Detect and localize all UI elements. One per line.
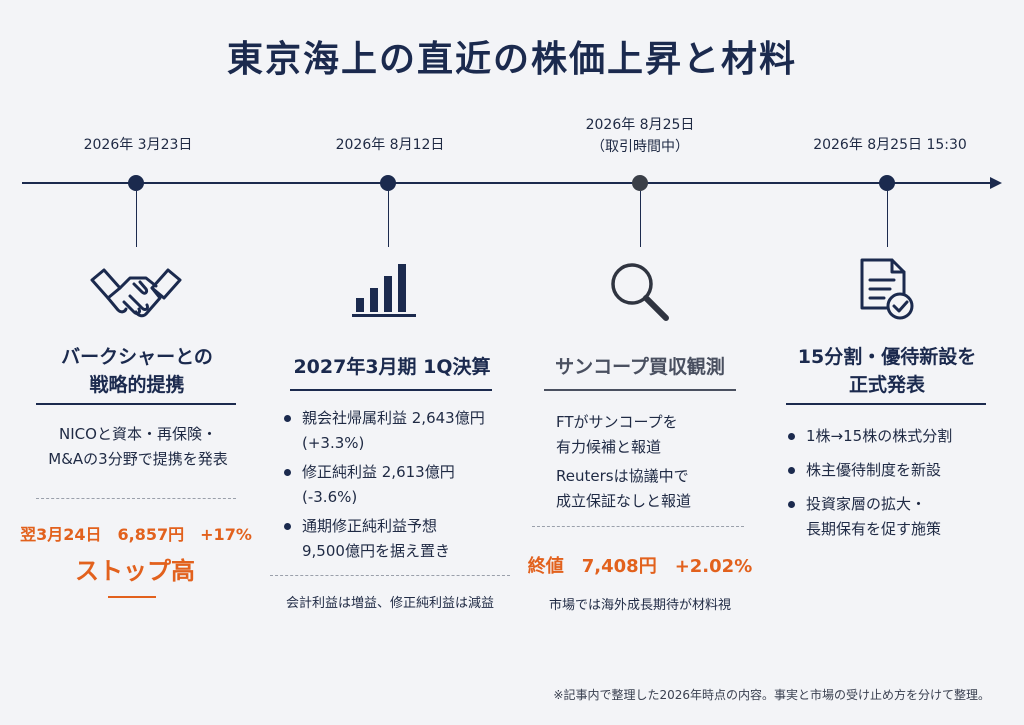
event-4-stem bbox=[887, 191, 888, 247]
magnifier-icon bbox=[608, 260, 674, 330]
event-3-para-2-line1: Reutersは協議中で bbox=[556, 467, 689, 485]
event-1-rule bbox=[36, 403, 236, 405]
event-3-date: 2026年 8月25日 （取引時間中） bbox=[540, 114, 740, 158]
event-4-bullet-3: 投資家層の拡大・ 長期保有を促す施策 bbox=[786, 492, 1006, 542]
page-title: 東京海上の直近の株価上昇と材料 bbox=[226, 39, 797, 80]
event-3-result: 終値 7,408円 +2.02% bbox=[527, 556, 753, 577]
event-1-body-line2: M&Aの3分野で提携を発表 bbox=[48, 450, 228, 468]
event-4-bullet-1: 1株→15株の株式分割 bbox=[786, 424, 1006, 449]
event-3-stem bbox=[640, 191, 641, 247]
event-1-heading-line2: 戦略的提携 bbox=[89, 374, 185, 396]
event-2-date: 2026年 8月12日 bbox=[335, 137, 445, 153]
event-1-heading-line1: バークシャーとの bbox=[61, 346, 213, 368]
event-2-marker bbox=[380, 175, 396, 191]
event-4-bullet-list: 1株→15株の株式分割 株主優待制度を新設 投資家層の拡大・ 長期保有を促す施策 bbox=[786, 424, 1006, 546]
timeline-axis bbox=[22, 182, 992, 184]
event-1-body-line1: NICOと資本・再保険・ bbox=[59, 425, 217, 443]
event-4-bullet-2: 株主優待制度を新設 bbox=[786, 458, 1006, 483]
event-4-heading-line1: 15分割・優待新設を bbox=[797, 346, 977, 368]
event-1-heading: バークシャーとの 戦略的提携 bbox=[22, 343, 252, 399]
event-3-heading: サンコープ買収観測 bbox=[555, 356, 725, 378]
handshake-icon bbox=[90, 262, 182, 328]
event-3-para-2: Reutersは協議中で 成立保証なしと報道 bbox=[556, 464, 756, 514]
event-2-bullet-3-line1: 通期修正純利益予想 bbox=[302, 517, 438, 535]
event-2-bullet-list: 親会社帰属利益 2,643億円 (+3.3%) 修正純利益 2,613億円 (-… bbox=[282, 406, 522, 568]
event-4-rule bbox=[786, 403, 986, 405]
event-1-body: NICOと資本・再保険・ M&Aの3分野で提携を発表 bbox=[26, 422, 250, 472]
event-3-note: 市場では海外成長期待が材料視 bbox=[548, 598, 731, 613]
event-3-divider bbox=[532, 526, 744, 527]
event-4-date: 2026年 8月25日 15:30 bbox=[813, 137, 967, 153]
event-2-bullet-2: 修正純利益 2,613億円 (-3.6%) bbox=[282, 460, 522, 510]
event-4-bullet-3-line1: 投資家層の拡大・ bbox=[806, 495, 927, 513]
event-2-bullet-3: 通期修正純利益予想 9,500億円を据え置き bbox=[282, 514, 522, 564]
event-2-rule bbox=[290, 389, 492, 391]
event-4-heading: 15分割・優待新設を 正式発表 bbox=[772, 343, 1002, 399]
document-check-icon bbox=[858, 258, 920, 326]
event-3-para-2-line2: 成立保証なしと報道 bbox=[556, 492, 692, 510]
event-3-para-1-line2: 有力候補と報道 bbox=[556, 438, 662, 456]
event-3-date-line2: （取引時間中） bbox=[591, 139, 689, 155]
event-1-result-big: ストップ高 bbox=[75, 557, 195, 585]
bar-chart-icon bbox=[352, 262, 418, 322]
event-4-heading-line2: 正式発表 bbox=[848, 374, 925, 396]
event-3-date-line1: 2026年 8月25日 bbox=[585, 117, 695, 133]
event-1-marker bbox=[128, 175, 144, 191]
event-2-bullet-1-line1: 親会社帰属利益 2,643億円 bbox=[302, 409, 485, 427]
event-3-rule bbox=[544, 389, 736, 391]
event-2-bullet-2-line1: 修正純利益 2,613億円 bbox=[302, 463, 455, 481]
event-1-divider bbox=[36, 498, 236, 499]
event-2-note: 会計利益は増益、修正純利益は減益 bbox=[285, 596, 494, 611]
event-2-heading: 2027年3月期 1Q決算 bbox=[293, 356, 491, 378]
event-2-divider bbox=[270, 575, 510, 576]
event-4-bullet-3-line2: 長期保有を促す施策 bbox=[806, 520, 942, 538]
event-2-bullet-3-line2: 9,500億円を据え置き bbox=[302, 542, 450, 560]
event-2-stem bbox=[388, 191, 389, 247]
timeline-arrowhead bbox=[990, 177, 1002, 189]
event-1-result: 翌3月24日 6,857円 +17% bbox=[20, 525, 252, 544]
event-3-para-1: FTがサンコープを 有力候補と報道 bbox=[556, 410, 756, 460]
event-2-bullet-1-line2: (+3.3%) bbox=[302, 434, 365, 452]
event-2-bullet-2-line2: (-3.6%) bbox=[302, 488, 358, 506]
event-1-accent-line bbox=[108, 596, 156, 598]
footnote: ※記事内で整理した2026年時点の内容。事実と市場の受け止め方を分けて整理。 bbox=[553, 688, 990, 702]
event-3-marker bbox=[632, 175, 648, 191]
event-4-bullet-1-text: 1株→15株の株式分割 bbox=[806, 427, 953, 445]
event-1-stem bbox=[136, 191, 137, 247]
event-3-para-1-line1: FTがサンコープを bbox=[556, 413, 678, 431]
event-4-marker bbox=[879, 175, 895, 191]
event-2-bullet-1: 親会社帰属利益 2,643億円 (+3.3%) bbox=[282, 406, 522, 456]
event-4-bullet-2-text: 株主優待制度を新設 bbox=[806, 461, 942, 479]
event-1-date: 2026年 3月23日 bbox=[83, 137, 193, 153]
